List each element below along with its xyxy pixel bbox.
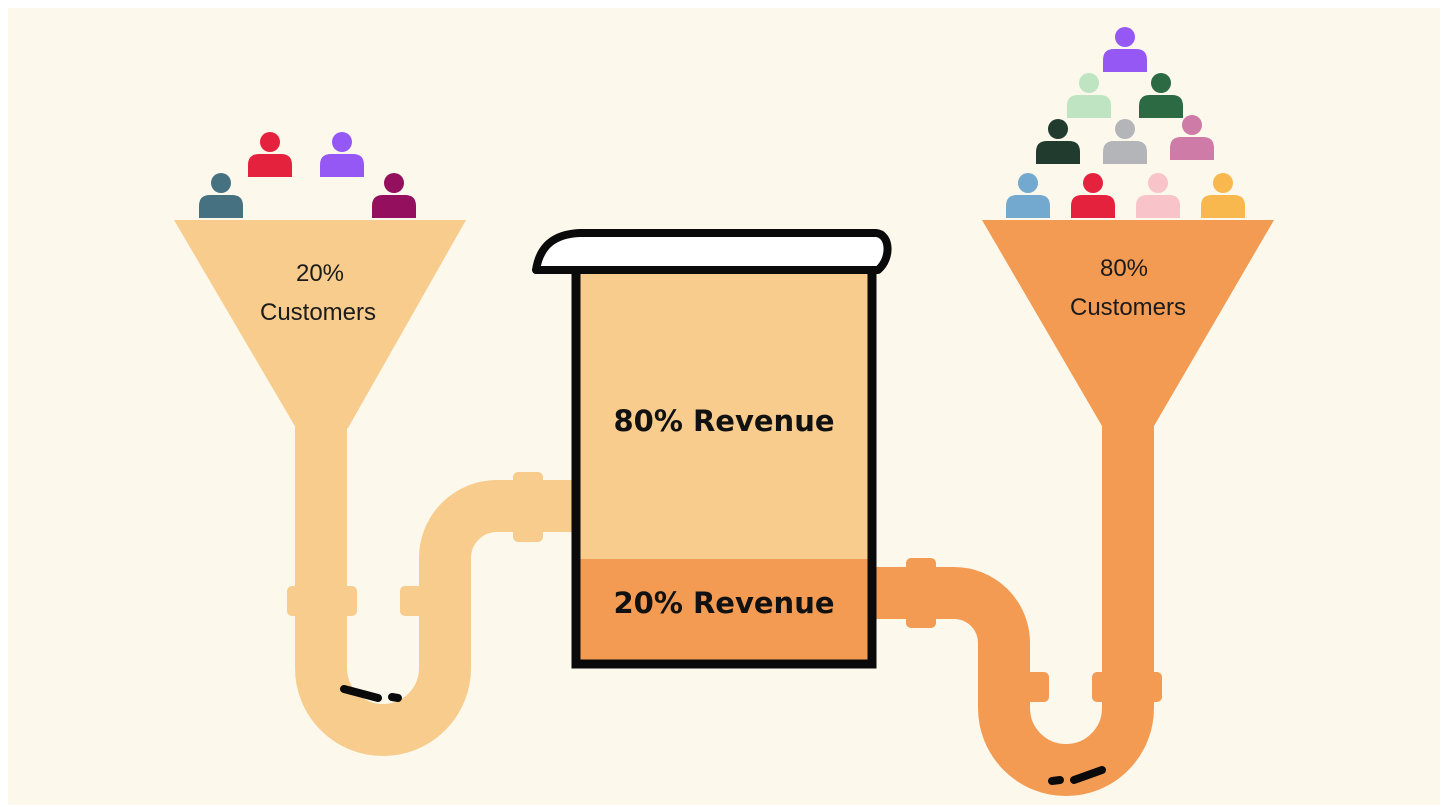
left-pipe-mark-dot (388, 693, 402, 702)
person-icon (1170, 115, 1214, 160)
right-pipe-mark-dot (1048, 776, 1064, 785)
left-funnel-cone (174, 220, 466, 428)
person-icon (248, 132, 292, 177)
person-icon (1201, 173, 1245, 218)
right-pipe-joint-3 (1092, 672, 1162, 702)
person-icon (1071, 173, 1115, 218)
person-icon (320, 132, 364, 177)
right-pipe-joint-2 (979, 672, 1049, 702)
left-funnel-percent: 20% (296, 260, 344, 287)
person-icon (1006, 173, 1050, 218)
left-pipe-joint-1 (287, 586, 357, 616)
container-lid-paper (532, 229, 892, 274)
right-funnel: 80% Customers (982, 220, 1274, 426)
left-pipe-joint-3 (513, 472, 543, 542)
left-pipe (287, 418, 574, 756)
person-icon (1139, 73, 1183, 118)
right-people (1006, 27, 1245, 218)
right-pipe (872, 413, 1162, 796)
person-icon (199, 173, 243, 218)
revenue-container: 80% Revenue 20% Revenue (532, 229, 892, 669)
right-funnel-percent: 80% (1100, 255, 1148, 282)
bottom-revenue-fill (576, 559, 872, 664)
left-funnel-caption: Customers (260, 299, 376, 326)
person-icon (1067, 73, 1111, 118)
right-funnel-caption: Customers (1070, 294, 1186, 321)
right-pipe-joint-1 (906, 558, 936, 628)
right-funnel-cone (982, 220, 1274, 426)
left-pipe-joint-2 (400, 586, 470, 616)
left-funnel: 20% Customers (174, 220, 466, 428)
pareto-diagram: 20% Customers 80% Customers (8, 8, 1440, 805)
top-revenue-label: 80% Revenue (613, 404, 834, 438)
right-pipe-mark (1070, 766, 1106, 784)
left-people (199, 132, 416, 218)
person-icon (1103, 27, 1147, 72)
bottom-revenue-label: 20% Revenue (613, 586, 834, 620)
diagram-svg: 20% Customers 80% Customers (174, 27, 1274, 796)
left-pipe-mark (340, 685, 382, 702)
person-icon (1136, 173, 1180, 218)
person-icon (372, 173, 416, 218)
person-icon (1103, 119, 1147, 164)
person-icon (1036, 119, 1080, 164)
